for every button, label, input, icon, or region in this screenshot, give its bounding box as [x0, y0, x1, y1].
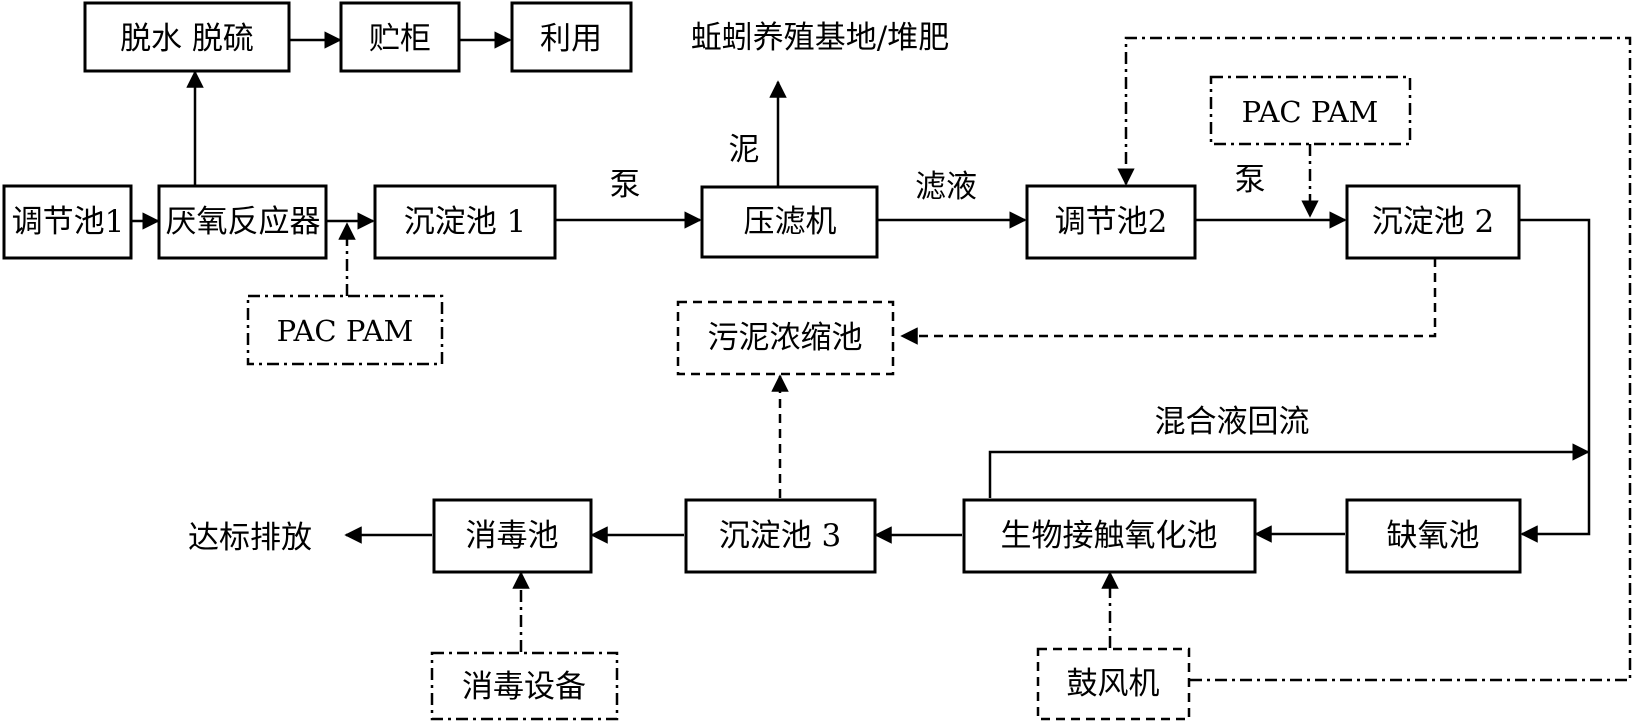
- node-thickener-label: 污泥浓缩池: [708, 320, 863, 356]
- node-disinfect-equipment-label: 消毒设备: [462, 669, 586, 705]
- node-disinfect-equipment: 消毒设备: [430, 651, 619, 721]
- node-anaerobic-label: 厌氧反应器: [166, 204, 321, 240]
- annotation-pump-2: 泵: [1235, 162, 1266, 198]
- node-biocontact-label: 生物接触氧化池: [1001, 518, 1218, 554]
- node-equal2: 调节池2: [1025, 184, 1197, 260]
- node-settle1: 沉淀池 1: [373, 184, 557, 260]
- node-settle2: 沉淀池 2: [1345, 184, 1521, 260]
- annotation-mixed-liquor-recycle: 混合液回流: [1155, 404, 1310, 440]
- node-dewater: 脱水 脱硫: [83, 1, 291, 73]
- node-settle2-label: 沉淀池 2: [1372, 204, 1495, 240]
- connectors: [132, 31, 1632, 682]
- node-settle3: 沉淀池 3: [684, 498, 877, 574]
- node-pac-bottom: PAC PAM: [246, 294, 444, 366]
- node-blower: 鼓风机: [1036, 647, 1191, 721]
- node-filterpress-label: 压滤机: [744, 204, 837, 240]
- node-anoxic: 缺氧池: [1345, 498, 1522, 574]
- node-equal1-label: 调节池1: [12, 204, 125, 240]
- node-disinfect-label: 消毒池: [466, 518, 559, 554]
- node-pac-bottom-label: PAC PAM: [277, 314, 414, 348]
- arrow-settle2-to-thickener: [900, 258, 1437, 345]
- node-filterpress: 压滤机: [700, 185, 879, 259]
- node-equal2-label: 调节池2: [1055, 204, 1168, 240]
- node-dewater-label: 脱水 脱硫: [120, 21, 254, 57]
- node-use-label: 利用: [540, 21, 602, 57]
- node-worm-farm: 蚯蚓养殖基地/堆肥: [691, 20, 949, 56]
- annotation-filtrate: 滤液: [915, 169, 977, 205]
- node-biocontact: 生物接触氧化池: [962, 498, 1257, 574]
- arrow-recycle: [988, 443, 1590, 498]
- node-anoxic-label: 缺氧池: [1387, 518, 1480, 554]
- node-discharge: 达标排放: [188, 520, 312, 556]
- node-settle1-label: 沉淀池 1: [404, 204, 527, 240]
- node-equal1: 调节池1: [2, 184, 133, 260]
- arrow-settle2-to-anoxic: [1520, 218, 1591, 543]
- node-pac-top: PAC PAM: [1209, 75, 1412, 146]
- node-thickener: 污泥浓缩池: [676, 300, 895, 376]
- node-disinfect: 消毒池: [432, 498, 593, 574]
- arrow-blower-to-equal2: [1117, 36, 1632, 682]
- annotation-sludge: 泥: [729, 132, 760, 168]
- node-storage-label: 贮柜: [369, 21, 431, 57]
- node-anaerobic: 厌氧反应器: [157, 184, 328, 260]
- node-use: 利用: [510, 1, 633, 73]
- node-settle3-label: 沉淀池 3: [719, 518, 842, 554]
- node-pac-top-label: PAC PAM: [1242, 95, 1379, 129]
- node-blower-label: 鼓风机: [1067, 666, 1160, 702]
- node-storage: 贮柜: [339, 1, 461, 73]
- annotation-pump-1: 泵: [610, 167, 641, 203]
